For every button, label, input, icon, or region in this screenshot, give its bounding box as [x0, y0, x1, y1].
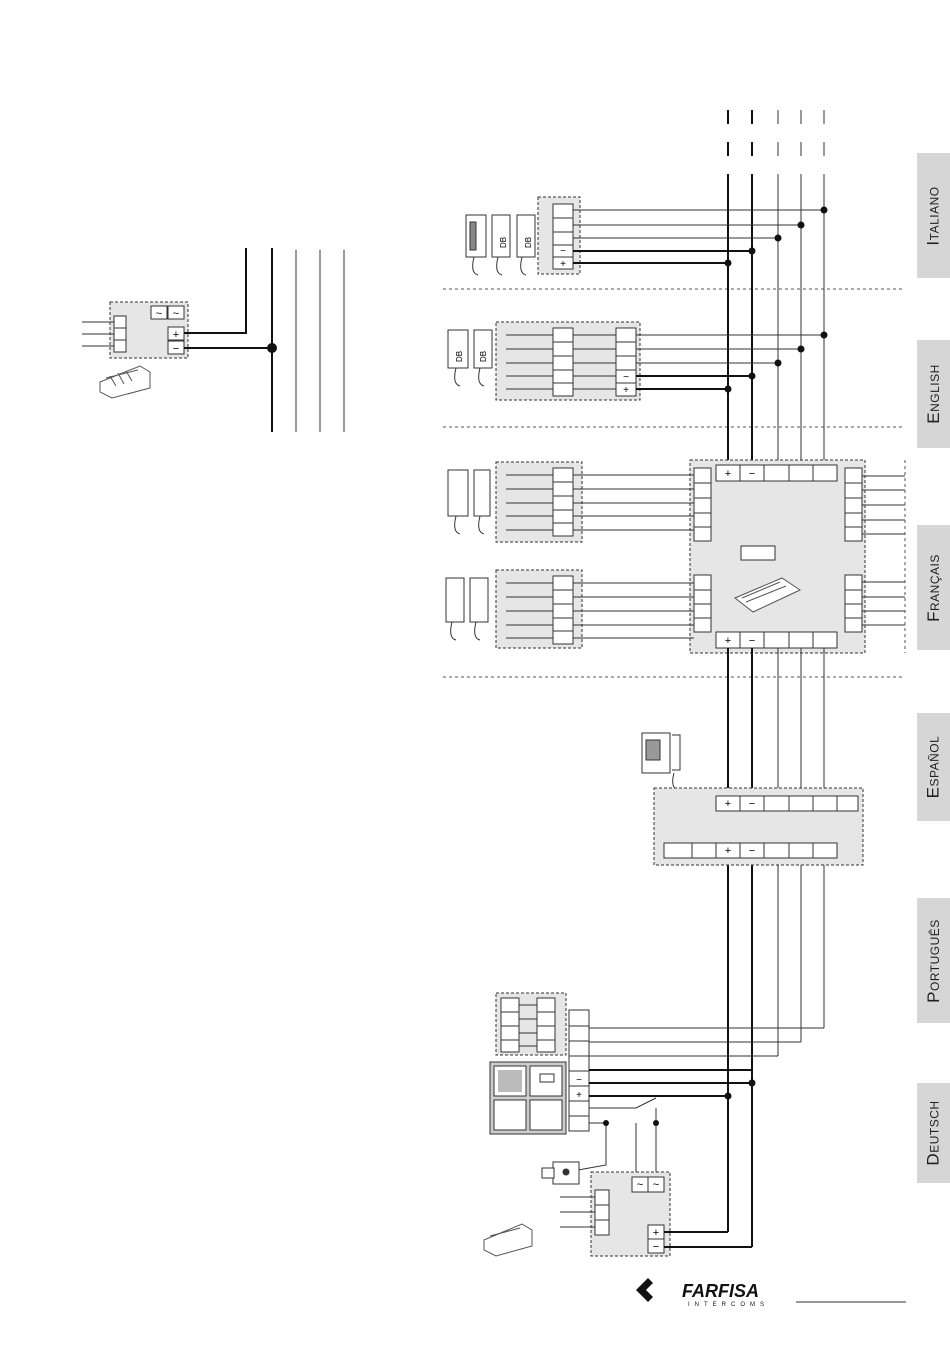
plus-label-ps-small: +: [173, 329, 179, 341]
minus-label-r1: −: [560, 246, 566, 257]
row1-handsets: DB DB − +: [466, 197, 828, 275]
psu-unit-icon-bottom: [484, 1224, 532, 1256]
farfisa-logo: FARFISA INTERCOMS: [636, 1278, 906, 1308]
plus-label-dist-top: +: [725, 468, 731, 480]
riser-wires-lower: [728, 648, 824, 1247]
ac-symbol-1: ~: [156, 308, 162, 320]
power-supply-bottom: ~ ~ + −: [484, 1172, 752, 1256]
entry-panel: − +: [490, 993, 824, 1184]
minus-label-sw-top: −: [749, 798, 755, 810]
power-supply-small: ~ ~ + −: [82, 248, 344, 432]
riser-wires-top: [728, 110, 824, 466]
row3-handsets: [448, 462, 694, 542]
ac-symbol-4: ~: [653, 1179, 659, 1191]
minus-label-panel: −: [576, 1075, 582, 1086]
logo-brand: FARFISA: [682, 1281, 759, 1301]
ac-symbol-3: ~: [637, 1179, 643, 1191]
minus-label-ps-bot: −: [653, 1241, 659, 1253]
plus-label-r1: +: [560, 259, 566, 270]
minus-label-ps-small: −: [173, 343, 179, 355]
plus-label-dist-bot: +: [725, 635, 731, 647]
plus-label-ps-bot: +: [653, 1227, 659, 1239]
plus-label-sw-top: +: [725, 798, 731, 810]
minus-label-dist-top: −: [749, 468, 755, 480]
minus-label-r2: −: [623, 372, 629, 383]
row2-handsets: DB DB − +: [448, 322, 828, 400]
psu-unit-icon: [100, 366, 150, 398]
db-label-4: DB: [479, 351, 488, 362]
db-label-1: DB: [499, 237, 508, 248]
logo-sub: INTERCOMS: [688, 1302, 769, 1308]
central-distributor: + − + −: [690, 460, 905, 653]
ac-symbol-2: ~: [173, 308, 179, 320]
minus-label-sw-bot: −: [749, 845, 755, 857]
door-lock-icon: [542, 1162, 579, 1184]
db-label-2: DB: [524, 237, 533, 248]
db-label-3: DB: [455, 351, 464, 362]
plus-label-r2: +: [623, 385, 629, 396]
plus-label-panel: +: [576, 1090, 582, 1101]
minus-label-dist-bot: −: [749, 635, 755, 647]
row4-handsets: [446, 570, 694, 648]
plus-label-sw-bot: +: [725, 845, 731, 857]
